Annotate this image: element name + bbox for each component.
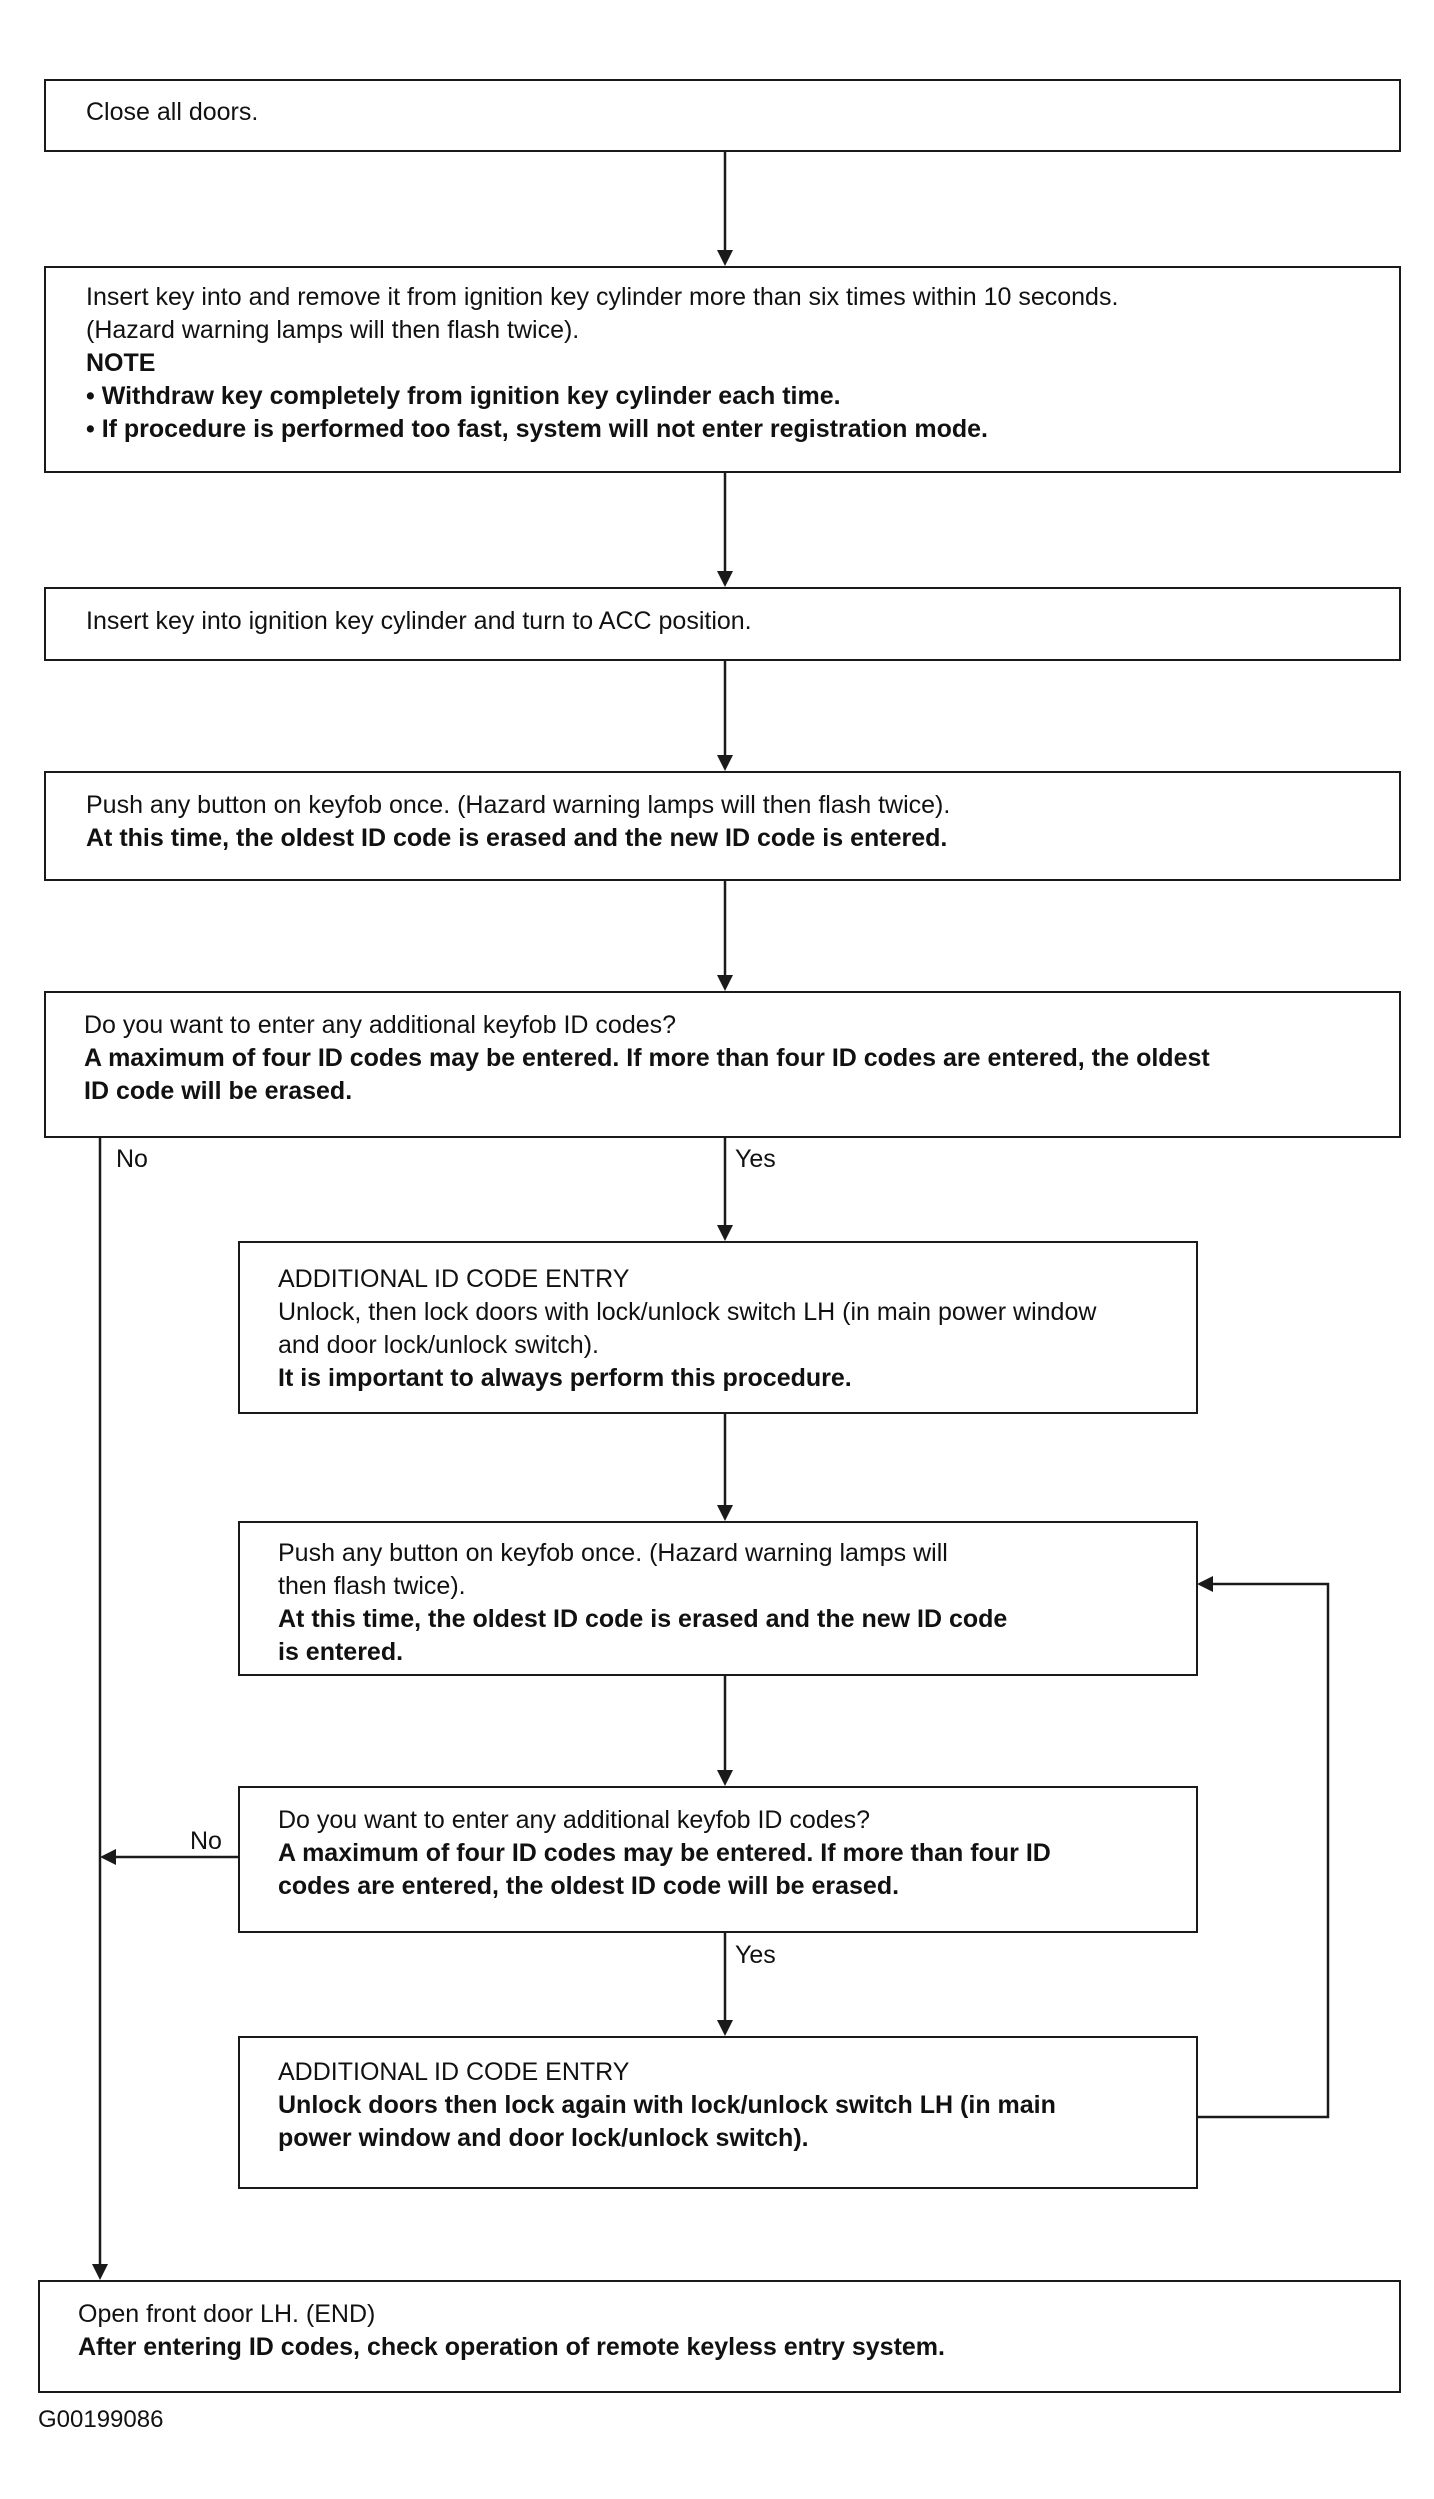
step-additional-entry-loop: ADDITIONAL ID CODE ENTRY Unlock doors th… bbox=[238, 2036, 1198, 2189]
additional-first-line2: and door lock/unlock switch). bbox=[278, 1331, 599, 1359]
step-acc-position: Insert key into ignition key cylinder an… bbox=[44, 587, 1401, 661]
end-line2: After entering ID codes, check operation… bbox=[78, 2333, 945, 2361]
step-end: Open front door LH. (END) After entering… bbox=[38, 2280, 1401, 2393]
arrowhead-loop-back bbox=[1197, 1576, 1213, 1592]
question-first-line2: A maximum of four ID codes may be entere… bbox=[84, 1044, 1210, 1072]
insert-remove-line1: Insert key into and remove it from ignit… bbox=[86, 283, 1119, 311]
arrowhead-additional-first bbox=[717, 1225, 733, 1241]
decision-additional-codes-first: Do you want to enter any additional keyf… bbox=[44, 991, 1401, 1138]
arrowhead-acc bbox=[717, 571, 733, 587]
arrowhead-insert bbox=[717, 250, 733, 266]
push-loop-line2: then flash twice). bbox=[278, 1572, 466, 1600]
note-item-too-fast: • If procedure is performed too fast, sy… bbox=[86, 415, 988, 443]
acc-position-text: Insert key into ignition key cylinder an… bbox=[86, 607, 752, 635]
arrowhead-question bbox=[717, 975, 733, 991]
push-first-line1: Push any button on keyfob once. (Hazard … bbox=[86, 791, 951, 819]
push-first-line2: At this time, the oldest ID code is eras… bbox=[86, 824, 948, 852]
additional-first-heading: ADDITIONAL ID CODE ENTRY bbox=[278, 1265, 630, 1293]
question-first-line1: Do you want to enter any additional keyf… bbox=[84, 1011, 677, 1039]
push-loop-line3: At this time, the oldest ID code is eras… bbox=[278, 1605, 1008, 1633]
question-loop-line3: codes are entered, the oldest ID code wi… bbox=[278, 1872, 900, 1900]
arrowhead-no-loop bbox=[100, 1849, 116, 1865]
branch-label-yes-loop: Yes bbox=[735, 1941, 776, 1969]
note-heading: NOTE bbox=[86, 349, 156, 377]
arrowhead-end bbox=[92, 2264, 108, 2280]
note-item-withdraw: • Withdraw key completely from ignition … bbox=[86, 382, 841, 410]
arrowhead-additional-loop bbox=[717, 2020, 733, 2036]
additional-loop-line1: Unlock doors then lock again with lock/u… bbox=[278, 2091, 1056, 2119]
additional-first-line1: Unlock, then lock doors with lock/unlock… bbox=[278, 1298, 1097, 1326]
connector-loop-back bbox=[1197, 1582, 1330, 2119]
step-insert-remove-key: Insert key into and remove it from ignit… bbox=[44, 266, 1401, 473]
branch-label-no-first: No bbox=[116, 1145, 148, 1173]
step-close-doors: Close all doors. bbox=[44, 79, 1401, 152]
step-push-button-first: Push any button on keyfob once. (Hazard … bbox=[44, 771, 1401, 881]
question-first-line3: ID code will be erased. bbox=[84, 1077, 353, 1105]
arrowhead-push-loop bbox=[717, 1505, 733, 1521]
question-loop-line1: Do you want to enter any additional keyf… bbox=[278, 1806, 871, 1834]
arrowhead-push bbox=[717, 755, 733, 771]
push-loop-line1: Push any button on keyfob once. (Hazard … bbox=[278, 1539, 948, 1567]
branch-label-yes-first: Yes bbox=[735, 1145, 776, 1173]
question-loop-line2: A maximum of four ID codes may be entere… bbox=[278, 1839, 1051, 1867]
insert-remove-line2: (Hazard warning lamps will then flash tw… bbox=[86, 316, 580, 344]
additional-loop-line2: power window and door lock/unlock switch… bbox=[278, 2124, 809, 2152]
step-push-button-loop: Push any button on keyfob once. (Hazard … bbox=[238, 1521, 1198, 1676]
additional-loop-heading: ADDITIONAL ID CODE ENTRY bbox=[278, 2058, 630, 2086]
end-line1: Open front door LH. (END) bbox=[78, 2300, 376, 2328]
figure-code: G00199086 bbox=[38, 2406, 164, 2433]
decision-additional-codes-loop: Do you want to enter any additional keyf… bbox=[238, 1786, 1198, 1933]
step-additional-entry-first: ADDITIONAL ID CODE ENTRY Unlock, then lo… bbox=[238, 1241, 1198, 1414]
step-close-doors-text: Close all doors. bbox=[86, 98, 259, 126]
push-loop-line4: is entered. bbox=[278, 1638, 404, 1666]
additional-first-line3: It is important to always perform this p… bbox=[278, 1364, 852, 1392]
arrowhead-question-loop bbox=[717, 1770, 733, 1786]
branch-label-no-loop: No bbox=[190, 1827, 222, 1855]
